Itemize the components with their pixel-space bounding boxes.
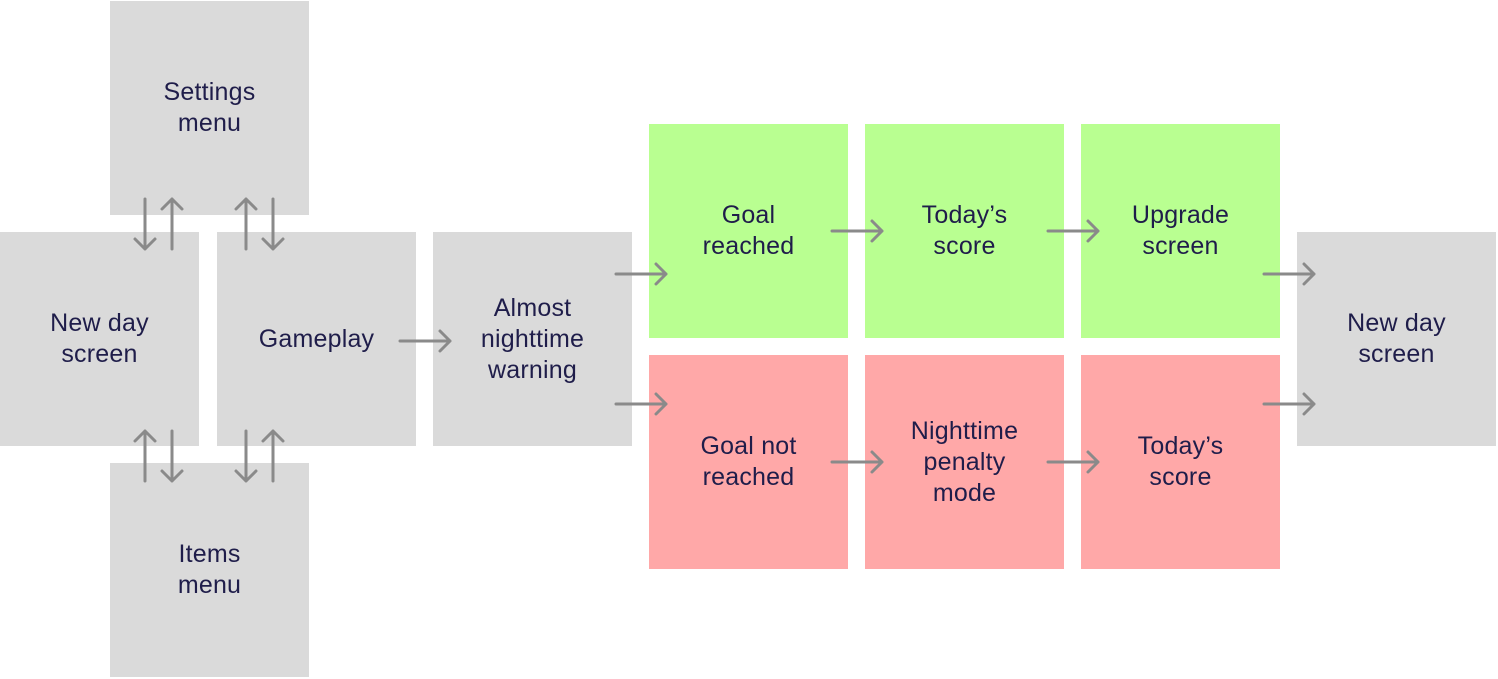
settings-menu-node: Settings menu — [110, 1, 309, 215]
gameplay-node: Gameplay — [217, 232, 416, 446]
items-menu-node: Items menu — [110, 463, 309, 677]
new-day-screen-start-node: New day screen — [0, 232, 199, 446]
todays-score-failure-node: Today’s score — [1081, 355, 1280, 569]
goal-reached-node: Goal reached — [649, 124, 848, 338]
nighttime-penalty-mode-node: Nighttime penalty mode — [865, 355, 1064, 569]
almost-nighttime-warning-node: Almost nighttime warning — [433, 232, 632, 446]
upgrade-screen-node: Upgrade screen — [1081, 124, 1280, 338]
new-day-screen-end-node: New day screen — [1297, 232, 1496, 446]
todays-score-success-node: Today’s score — [865, 124, 1064, 338]
goal-not-reached-node: Goal not reached — [649, 355, 848, 569]
